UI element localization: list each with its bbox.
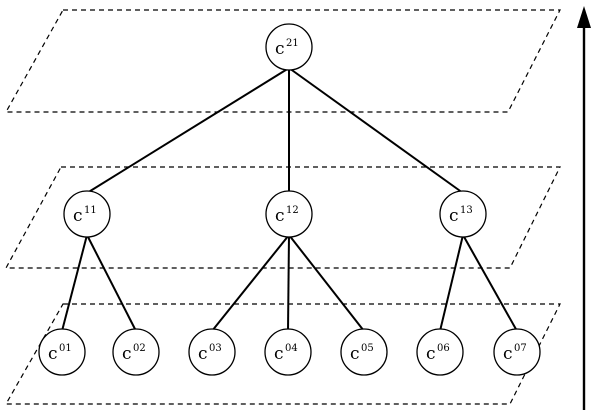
edge-c12-c04	[287, 234, 290, 332]
node-label-sup: 02	[133, 343, 146, 354]
node-label-base: c	[275, 206, 285, 226]
node-circle	[63, 190, 111, 238]
node-circle	[439, 190, 487, 238]
node-label-sup: 07	[514, 343, 527, 354]
node-label-sup: 03	[209, 343, 222, 354]
plane-middle	[4, 166, 561, 269]
edge-c21-c13	[288, 67, 464, 194]
node-label-sup: 05	[361, 343, 374, 354]
node-circle	[493, 328, 541, 376]
node-label-sup: 11	[84, 205, 97, 216]
node-circle	[340, 328, 388, 376]
node-label-base: c	[73, 206, 83, 226]
node-label-base: c	[122, 344, 132, 364]
node-label-sup: 12	[286, 205, 299, 216]
upward-arrow-head	[577, 6, 591, 28]
plane-top	[4, 9, 561, 113]
edge-c12-c05	[288, 234, 365, 332]
node-circle	[265, 190, 313, 238]
node-circle	[265, 23, 313, 71]
node-label-sup: 21	[286, 38, 299, 49]
node-label-base: c	[350, 344, 360, 364]
node-circle	[112, 328, 160, 376]
edge-c13-c07	[462, 234, 518, 332]
node-label-base: c	[449, 206, 459, 226]
node-circle	[188, 328, 236, 376]
node-label-sup: 06	[437, 343, 450, 354]
node-label-sup: 13	[460, 205, 473, 216]
node-label-base: c	[426, 344, 436, 364]
node-circle	[38, 328, 86, 376]
edge-c11-c01	[61, 234, 88, 332]
edge-c12-c03	[211, 234, 290, 332]
node-label-base: c	[275, 39, 285, 59]
node-label-base: c	[198, 344, 208, 364]
edge-c13-c06	[439, 234, 464, 332]
node-circle	[416, 328, 464, 376]
edge-c21-c11	[86, 67, 290, 194]
node-label-sup: 04	[285, 343, 298, 354]
node-label-sup: 01	[59, 343, 72, 354]
edge-c11-c02	[86, 234, 137, 332]
node-circle	[264, 328, 312, 376]
edges-group	[61, 67, 518, 332]
node-label-base: c	[48, 344, 58, 364]
node-label-base: c	[274, 344, 284, 364]
node-label-base: c	[503, 344, 513, 364]
